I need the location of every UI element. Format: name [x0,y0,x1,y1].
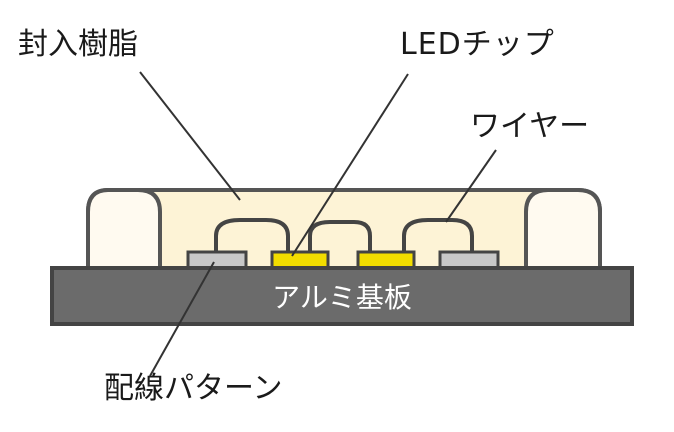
right-wall [524,188,602,272]
wire-1 [214,218,290,252]
label-wire: ワイヤー [470,109,590,144]
wires [214,218,474,252]
label-encapsulant: 封入樹脂 [18,27,138,62]
label-led-chip: LEDチップ [400,27,555,62]
aluminium-substrate [50,266,634,326]
leader-wire [445,149,497,223]
label-substrate: アルミ基板 [272,281,412,314]
label-wiring-pattern: 配線パターン [104,371,283,406]
leader-wiring-pattern [149,261,215,377]
leader-lines [139,71,497,377]
wire-3 [402,218,474,252]
leader-led-chip [291,73,409,257]
wire-2 [308,220,372,252]
encapsulant-body [86,188,602,272]
left-wall [86,188,162,272]
leader-encapsulant [139,71,241,201]
